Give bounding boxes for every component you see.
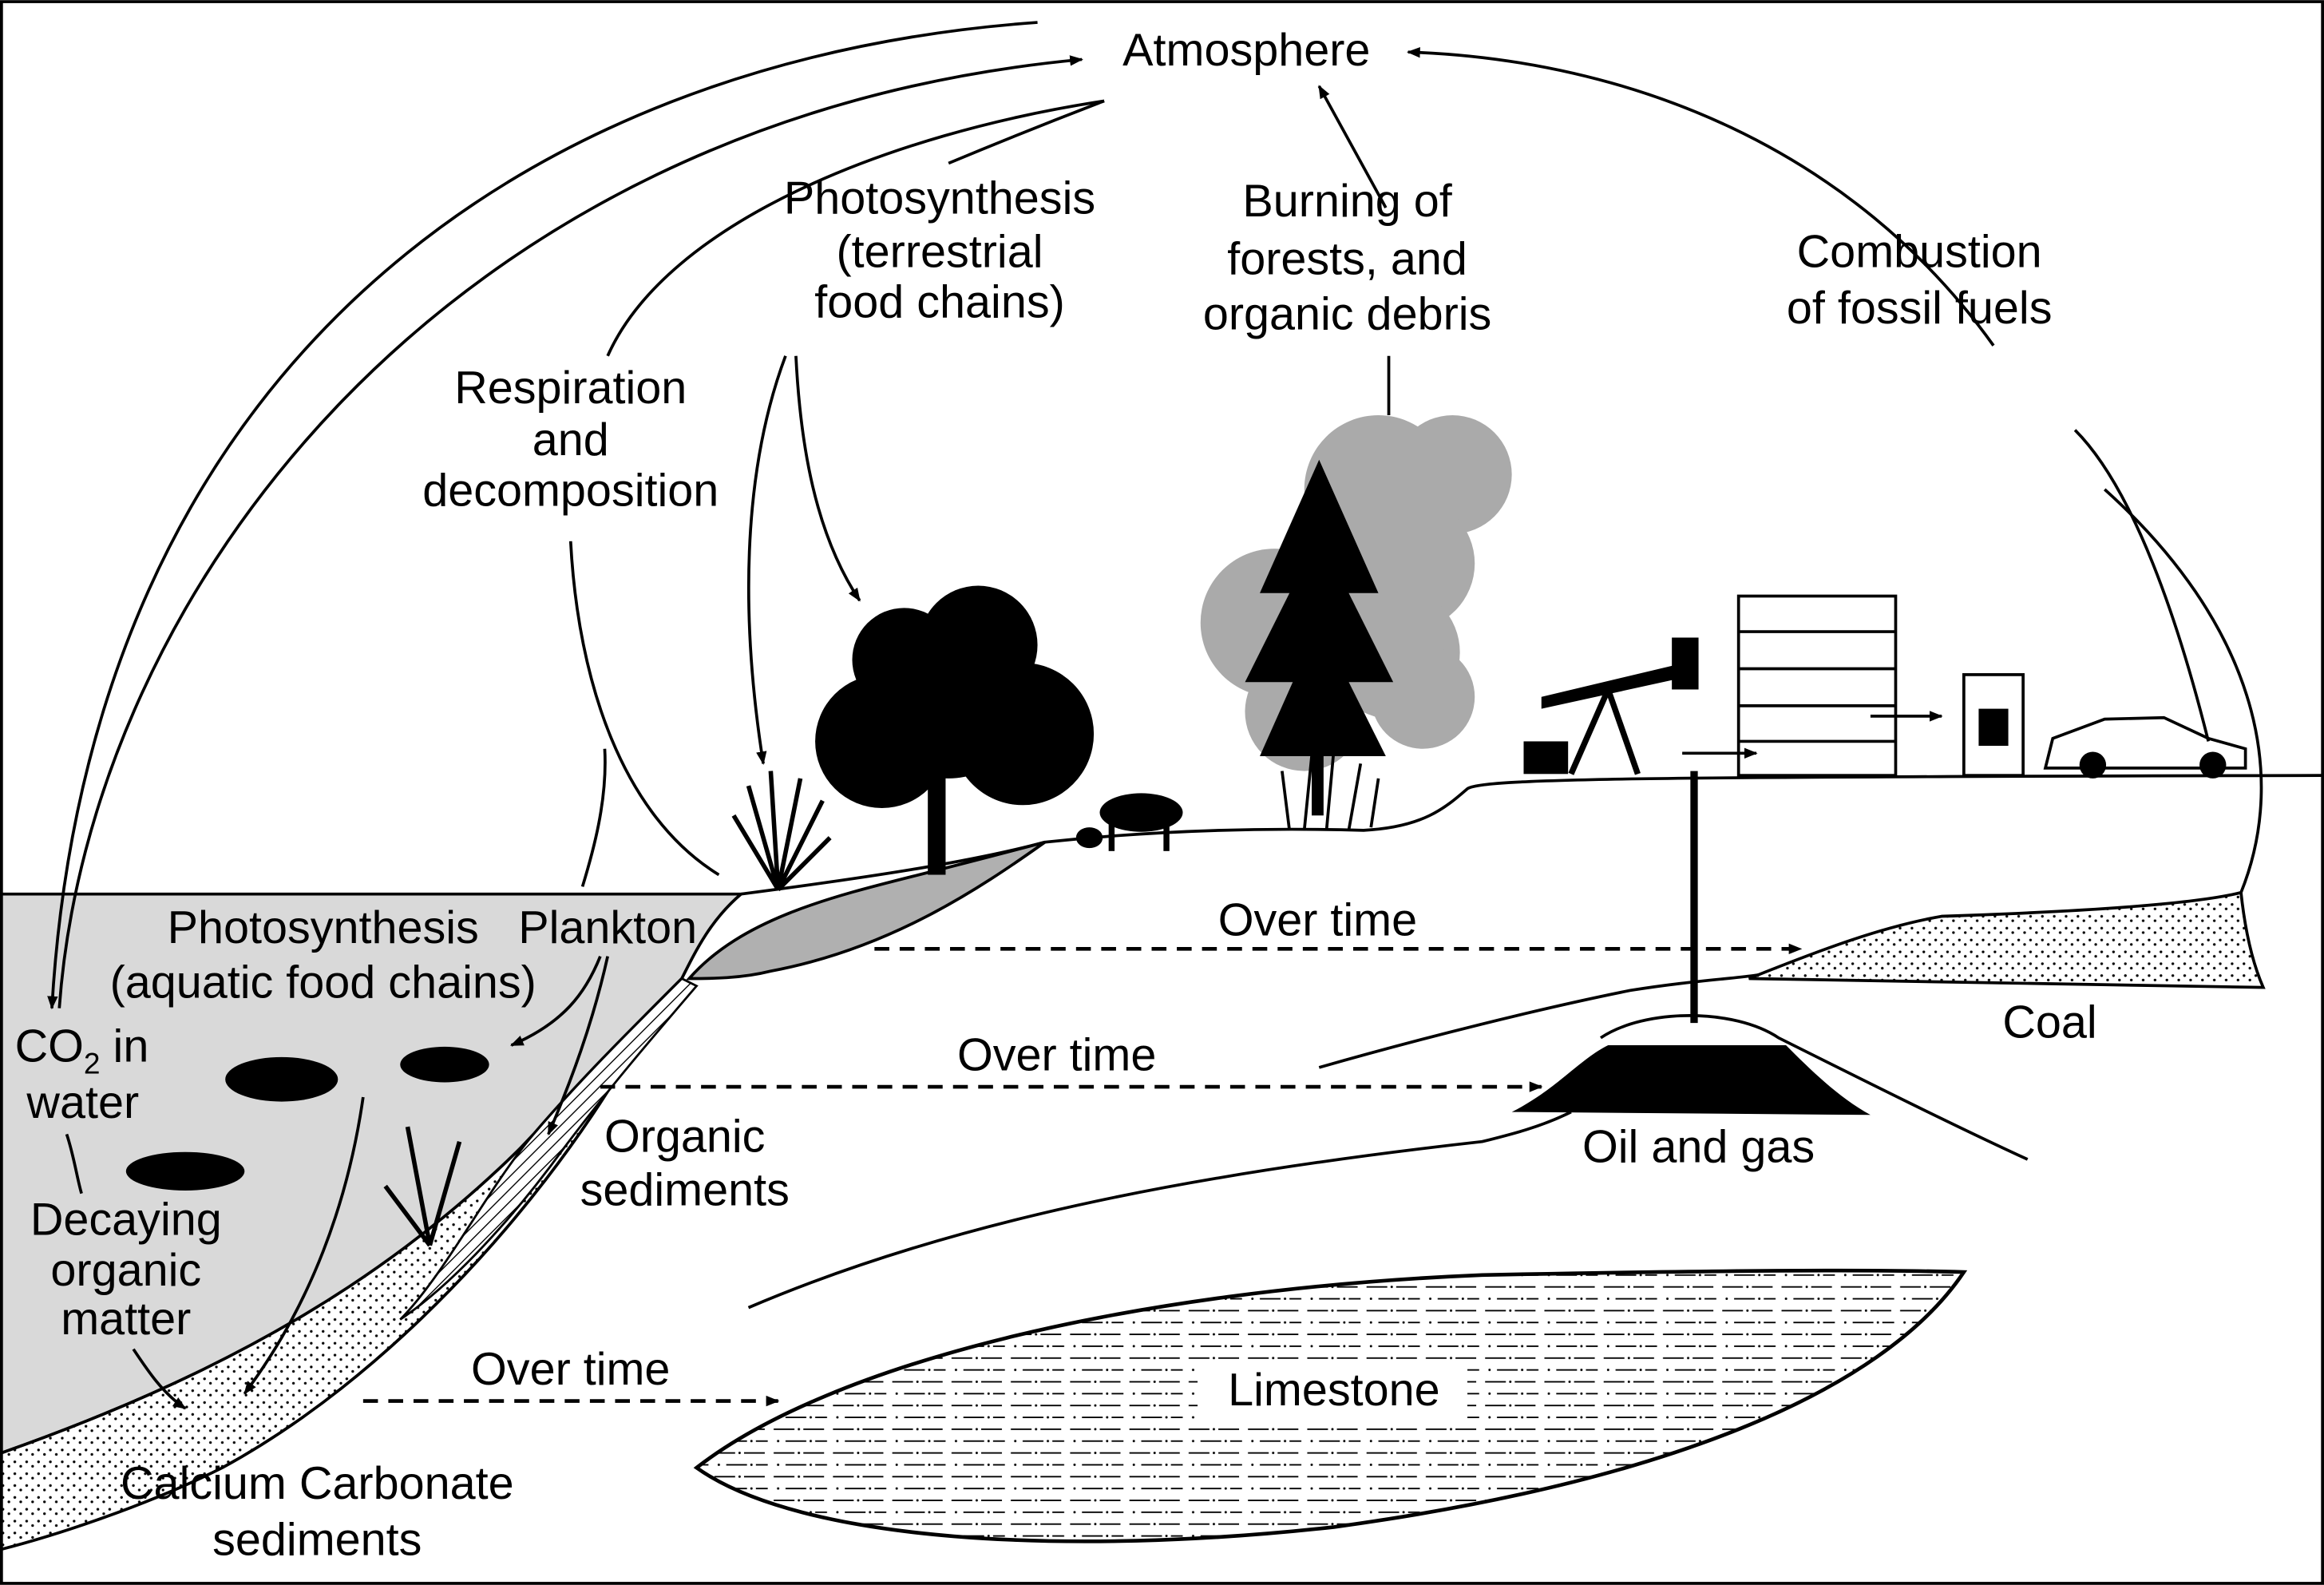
label-line: Respiration [454,363,687,414]
label-line: (aquatic food chains) [110,957,536,1008]
arrow-decay-to-sediment [132,1348,187,1410]
arrow-fish-to-sediment [243,1096,365,1395]
pine-tree-icon [1245,459,1394,816]
fish-icon [125,1151,245,1191]
label-over-time-coal: Over time [1218,895,1417,946]
label-line: food chains) [814,276,1065,327]
arrow-fire-to-atmosphere [1319,86,1391,416]
label-organic-sediments: Organic sediments [580,1111,790,1216]
label-line: Photosynthesis [784,173,1095,224]
tree-icon [815,585,1095,875]
line-respiration-2 [580,748,607,887]
seaweed-icon [383,1126,462,1247]
label-line: organic [50,1245,201,1296]
co2-text: CO [15,1020,84,1072]
label-line: Calcium Carbonate [121,1458,514,1509]
label-co2-in-water: CO2 in [15,1020,149,1080]
label-decaying: Decaying organic matter [30,1195,222,1345]
arrow-photo-to-shrub [747,355,787,765]
label-line: sediments [580,1165,790,1216]
label-over-time-limestone: Over time [471,1344,670,1395]
fish-icon [225,1056,339,1102]
stratum-line-3 [747,1110,1572,1310]
label-photosynthesis-terrestrial: Photosynthesis (terrestrial food chains) [784,173,1095,328]
label-line: decomposition [422,465,719,516]
fire-icon [1281,748,1380,831]
label-respiration: Respiration and decomposition [422,363,719,516]
label-water: water [26,1077,139,1128]
gas-pump-icon [1962,673,2025,778]
fish-icon [400,1046,489,1083]
ground-surface [741,774,2323,896]
oil-gas-deposit [1511,1045,1871,1115]
oil-pump-icon [1523,637,1699,775]
label-limestone: Limestone [1228,1365,1440,1416]
stratum-line-2 [1599,1014,2029,1161]
label-line: sediments [212,1515,422,1566]
label-line: Burning of [1242,176,1452,227]
label-line: and [533,414,609,466]
label-line: Combustion [1797,226,2042,277]
arrow-plankton-to-sediment [547,956,609,1135]
refinery-building [1736,594,1898,778]
line-car-to-combustion [2073,429,2210,742]
label-line: Photosynthesis [168,902,479,953]
label-coal: Coal [2002,997,2096,1048]
calcium-carbonate-sediment [0,1066,624,1551]
line-co2-to-decay [65,1133,83,1195]
label-line: organic debris [1203,288,1491,339]
flow-arrows [47,21,2210,1410]
coal-to-combustion-line [2103,488,2263,894]
co2-subscript: 2 [84,1046,101,1080]
arrow-photo-to-tree [794,355,861,602]
label-photosynthesis-aquatic: Photosynthesis (aquatic food chains) [110,902,536,1008]
label-plankton: Plankton [518,902,697,953]
label-line: (terrestrial [837,226,1043,277]
label-line: of fossil fuels [1787,283,2053,334]
organic-sediment-strip [399,977,699,1321]
label-line: forests, and [1227,234,1467,285]
car-icon [2043,715,2247,779]
label-line: matter [61,1294,191,1345]
line-respiration [568,541,720,877]
arrow-ocean-to-atmosphere [57,55,1083,1008]
cow-icon [1075,793,1183,851]
limestone-label-bg [1198,1361,1467,1421]
coal-deposit [1748,890,2266,989]
label-burning: Burning of forests, and organic debris [1203,176,1491,339]
line-photo-to-atmosphere [948,99,1105,165]
label-combustion: Combustion of fossil fuels [1787,226,2053,334]
label-line: Decaying [30,1195,222,1246]
label-over-time-oil: Over time [957,1030,1156,1081]
label-atmosphere: Atmosphere [1122,25,1370,76]
refinery-floors [1738,630,1896,743]
stratum-line-1 [1318,969,1780,1069]
arrow-atmosphere-to-co2 [47,21,1038,1010]
co2-rest: in [101,1020,149,1072]
arrow-plankton-to-fish [509,955,602,1047]
line-respiration-to-atmosphere [606,99,1105,357]
label-oil-gas: Oil and gas [1582,1122,1815,1173]
label-calcium-carbonate: Calcium Carbonate sediments [121,1458,514,1566]
label-line: Organic [604,1111,766,1163]
arrow-fossil-to-atmosphere [1407,47,1995,347]
shrub-icon [731,771,832,892]
